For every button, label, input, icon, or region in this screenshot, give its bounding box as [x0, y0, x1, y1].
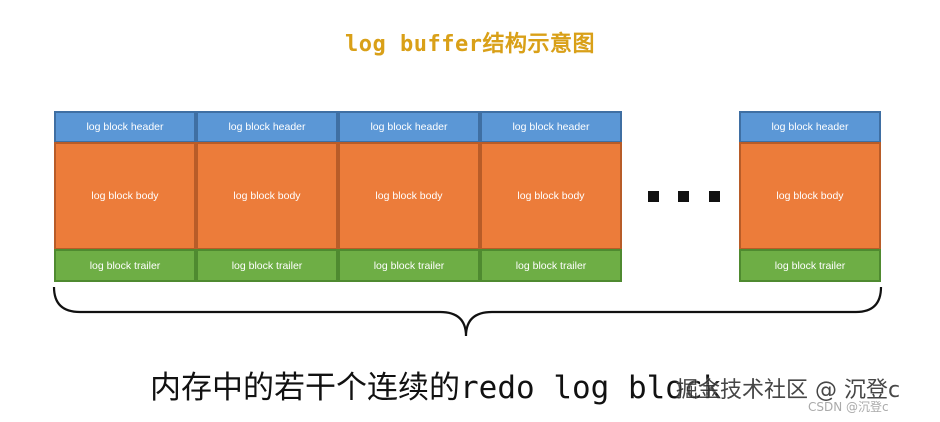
log-block: log block header log block body log bloc…: [480, 111, 622, 282]
log-block: log block header log block body log bloc…: [739, 111, 881, 282]
diagram-caption: 内存中的若干个连续的redo log block: [150, 370, 722, 406]
diagram-title: log buffer结构示意图: [345, 32, 595, 57]
log-block: log block header log block body log bloc…: [196, 111, 338, 282]
log-block: log block header log block body log bloc…: [338, 111, 480, 282]
log-block-trailer: log block trailer: [480, 249, 622, 282]
watermark-small: CSDN @沉登c: [808, 400, 889, 414]
log-block-header: log block header: [739, 111, 881, 143]
dot: [648, 191, 659, 202]
log-block-header: log block header: [54, 111, 196, 143]
log-block-body: log block body: [739, 142, 881, 250]
log-block-trailer: log block trailer: [54, 249, 196, 282]
log-block-body: log block body: [196, 142, 338, 250]
log-block-body: log block body: [338, 142, 480, 250]
log-block-body: log block body: [480, 142, 622, 250]
log-block-header: log block header: [480, 111, 622, 143]
log-block-trailer: log block trailer: [338, 249, 480, 282]
log-block-trailer: log block trailer: [196, 249, 338, 282]
log-block-trailer: log block trailer: [739, 249, 881, 282]
watermark: 掘金技术社区 @ 沉登c: [676, 378, 901, 403]
dot: [678, 191, 689, 202]
log-block: log block header log block body log bloc…: [54, 111, 196, 282]
dot: [709, 191, 720, 202]
